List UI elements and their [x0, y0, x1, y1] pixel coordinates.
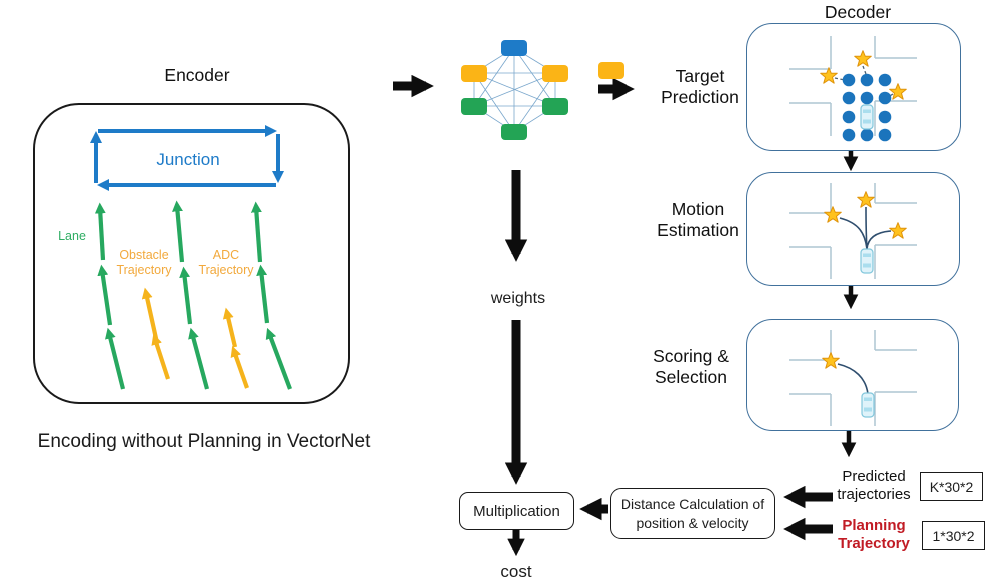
stage-label-scoring-selection: Scoring & Selection [653, 346, 729, 388]
target-dot [860, 128, 874, 142]
trajectory-paths [839, 206, 892, 250]
predicted-trajectories-label: Predicted trajectories [837, 468, 911, 504]
encoder-box [33, 103, 350, 404]
planning-dims-box: 1*30*2 [922, 521, 985, 550]
graph-nodes [461, 40, 568, 140]
cost-label: cost [500, 562, 532, 581]
predicted-dims: K*30*2 [929, 478, 974, 495]
graph-node [501, 124, 527, 140]
graph-node [461, 65, 487, 82]
target-dot [842, 128, 856, 142]
target-dot [860, 91, 874, 105]
graph-node [542, 98, 568, 115]
obstacle-trajectory-label: Obstacle Trajectory [116, 248, 172, 278]
graph-node [501, 40, 527, 56]
star-icon [857, 191, 875, 208]
intersection-roads [789, 330, 917, 426]
graph-edges [473, 47, 556, 133]
target-dot [842, 110, 856, 124]
encoder-title: Encoder [164, 65, 230, 85]
car-icon [861, 392, 875, 418]
interaction-graph-icon [461, 40, 568, 140]
stage-label-target-prediction: Target Prediction [661, 66, 739, 108]
junction-label: Junction [156, 150, 220, 169]
multiplication-label: Multiplication [473, 502, 560, 520]
target-dot [860, 73, 874, 87]
feature-token [598, 62, 624, 79]
trajectory-arrows [141, 287, 249, 389]
decoder-stage-box-scoring-selection [746, 319, 959, 431]
star-icon [824, 206, 842, 223]
distance-calculation-label: Distance Calculation of position & veloc… [620, 496, 765, 531]
junction-arrows [90, 125, 284, 191]
planning-trajectory-label: Planning Trajectory [838, 517, 910, 553]
adc-trajectory-label: ADC Trajectory [198, 248, 254, 278]
lane-arrows [94, 200, 292, 390]
star-icon [889, 222, 907, 239]
target-dots [842, 73, 892, 142]
target-dot [878, 73, 892, 87]
decoder-stage-box-motion-estimation [746, 172, 960, 286]
encoder-scene [90, 125, 292, 390]
car-icon [860, 248, 874, 274]
encoder-caption: Encoding without Planning in VectorNet [37, 431, 371, 452]
star-icon [889, 83, 907, 100]
target-dot [878, 110, 892, 124]
graph-node [461, 98, 487, 115]
target-dot [842, 73, 856, 87]
intersection-roads [789, 183, 917, 279]
graph-node [542, 65, 568, 82]
lane-label: Lane [58, 229, 86, 243]
car-icon [860, 104, 874, 130]
star-icon [820, 67, 838, 84]
target-dot [878, 91, 892, 105]
target-dot [842, 91, 856, 105]
target-prediction-scene [789, 36, 917, 142]
decoder-title: Decoder [824, 2, 892, 22]
decoder-stage-box-target-prediction [746, 23, 961, 151]
multiplication-box: Multiplication [459, 492, 574, 530]
planning-dims: 1*30*2 [932, 527, 975, 544]
selected-trajectory-path [837, 363, 869, 395]
target-dot [878, 128, 892, 142]
predicted-dims-box: K*30*2 [920, 472, 983, 501]
scoring-selection-scene [789, 330, 917, 426]
stage-label-motion-estimation: Motion Estimation [657, 199, 739, 241]
star-icon [822, 352, 840, 369]
star-icon [854, 50, 872, 67]
weights-label: weights [490, 290, 546, 307]
distance-calculation-box: Distance Calculation of position & veloc… [610, 488, 775, 539]
motion-estimation-scene [789, 183, 917, 279]
